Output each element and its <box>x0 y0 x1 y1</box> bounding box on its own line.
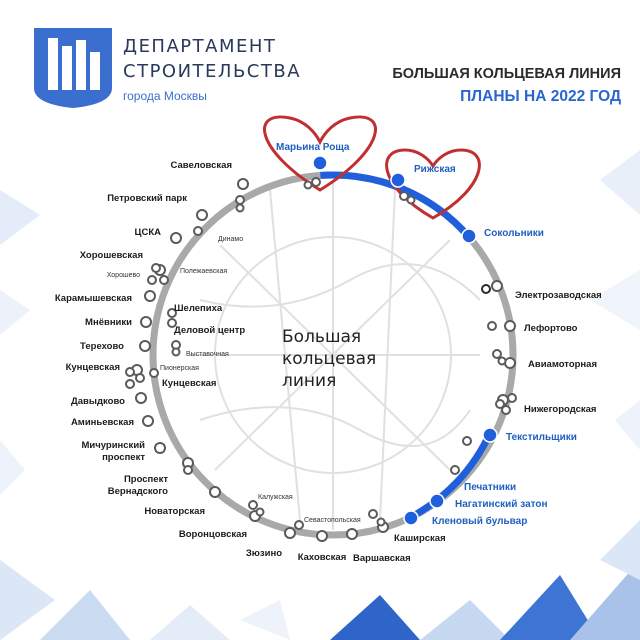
label-kuntsevskaya-right: Кунцевская <box>162 378 216 389</box>
ring-stations <box>131 178 516 542</box>
label-delovoy-tsentr: Деловой центр <box>174 325 245 336</box>
department-logo <box>34 28 112 108</box>
station-varshavskaya <box>346 528 358 540</box>
planned-segment-southeast <box>408 431 494 521</box>
label-petrovsky-park: Петровский парк <box>107 193 187 204</box>
label-lefortovo: Лефортово <box>524 323 578 334</box>
background-pattern <box>0 150 640 640</box>
org-city: города Москвы <box>123 89 207 103</box>
label-pechatniki: Печатники <box>464 482 516 493</box>
station-kakhovskaya <box>316 530 328 542</box>
station-karamyshevskaya <box>144 290 156 302</box>
label-sevastopolskaya: Севастопольская <box>304 517 361 524</box>
label-shelepikha: Шелепиха <box>174 303 223 314</box>
station-novatorskaya <box>209 486 221 498</box>
label-sokolniki: Сокольники <box>484 228 544 239</box>
label-elektrozavodskaya: Электрозаводская <box>515 290 602 301</box>
station-cska <box>170 232 182 244</box>
label-vystavochnaya: Выставочная <box>186 351 229 358</box>
label-cska: ЦСКА <box>135 227 162 238</box>
station-klenovy-bulvar <box>403 510 419 526</box>
label-khoroshevo: Хорошево <box>107 272 140 279</box>
label-kaluzhskaya: Калужская <box>258 494 293 501</box>
center-title-line1: Большая <box>282 327 361 347</box>
label-kakhovskaya: Каховская <box>298 552 347 563</box>
label-tekstilshchiki: Текстильщики <box>506 432 577 443</box>
label-novatorskaya: Новаторская <box>144 506 205 517</box>
station-zyuzino <box>284 527 296 539</box>
label-polezhaevskaya: Полежаевская <box>180 268 227 275</box>
label-michurinsky-2: проспект <box>102 452 145 463</box>
label-aminyevskaya: Аминьевская <box>71 417 134 428</box>
station-tekstilshchiki <box>482 427 498 443</box>
label-kuntsevskaya-left: Кунцевская <box>66 362 120 373</box>
label-savelovskaya: Савеловская <box>171 160 232 171</box>
map-subtitle: ПЛАНЫ НА 2022 ГОД <box>460 88 621 105</box>
label-varshavskaya: Варшавская <box>353 553 411 564</box>
station-elektrozavodskaya <box>491 280 503 292</box>
map-title: БОЛЬШАЯ КОЛЬЦЕВАЯ ЛИНИЯ <box>392 66 621 82</box>
station-aminyevskaya <box>142 415 154 427</box>
center-title-line3: линия <box>282 371 336 391</box>
label-vorontsovskaya: Воронцовская <box>179 529 247 540</box>
planned-stations <box>312 155 498 526</box>
station-lefortovo <box>504 320 516 332</box>
label-klenovy-bulvar: Кленовый бульвар <box>432 515 527 527</box>
label-davydkovo: Давыдково <box>71 396 125 407</box>
label-vernadskogo-2: Вернадского <box>108 486 168 497</box>
label-vernadskogo-1: Проспект <box>124 474 168 485</box>
label-michurinsky-1: Мичуринский <box>81 440 145 451</box>
station-aviamotornaya <box>504 357 516 369</box>
label-khoroshevskaya: Хорошевская <box>80 250 143 261</box>
org-name-line2: СТРОИТЕЛЬСТВА <box>123 61 301 82</box>
label-karamyshevskaya: Карамышевская <box>55 293 132 304</box>
station-mnevniki <box>140 316 152 328</box>
station-labels: Савеловская Петровский парк ЦСКА Динамо … <box>55 142 602 564</box>
label-nizhegorodskaya: Нижегородская <box>524 404 596 415</box>
org-name-line1: ДЕПАРТАМЕНТ <box>123 36 276 57</box>
station-petrovsky-park <box>196 209 208 221</box>
label-aviamotornaya: Авиамоторная <box>528 359 597 370</box>
label-marina-roshcha: Марьина Роща <box>276 142 350 153</box>
label-rizhskaya: Рижская <box>414 164 456 175</box>
label-nagatinsky-zaton: Нагатинский затон <box>455 499 548 510</box>
station-davydkovo <box>135 392 147 404</box>
label-mnevniki: Мнёвники <box>85 317 132 328</box>
transfer-stations <box>125 177 517 530</box>
background-metro-lines <box>190 180 481 530</box>
heart-marina-roshcha <box>263 115 377 192</box>
heart-rizhskaya <box>385 148 481 220</box>
station-savelovskaya <box>237 178 249 190</box>
station-michurinsky <box>154 442 166 454</box>
station-terekhovo <box>139 340 151 352</box>
label-dinamo: Динамо <box>218 236 243 243</box>
station-marina-roshcha <box>312 155 328 171</box>
station-nagatinsky-zaton <box>429 493 445 509</box>
center-title-line2: кольцевая <box>282 349 376 369</box>
station-rizhskaya <box>390 172 406 188</box>
label-pionerskaya: Пионерская <box>160 365 199 372</box>
station-sokolniki <box>461 228 477 244</box>
label-terekhovo: Терехово <box>80 341 124 352</box>
label-kashirskaya: Каширская <box>394 533 446 544</box>
label-zyuzino: Зюзино <box>246 548 282 559</box>
